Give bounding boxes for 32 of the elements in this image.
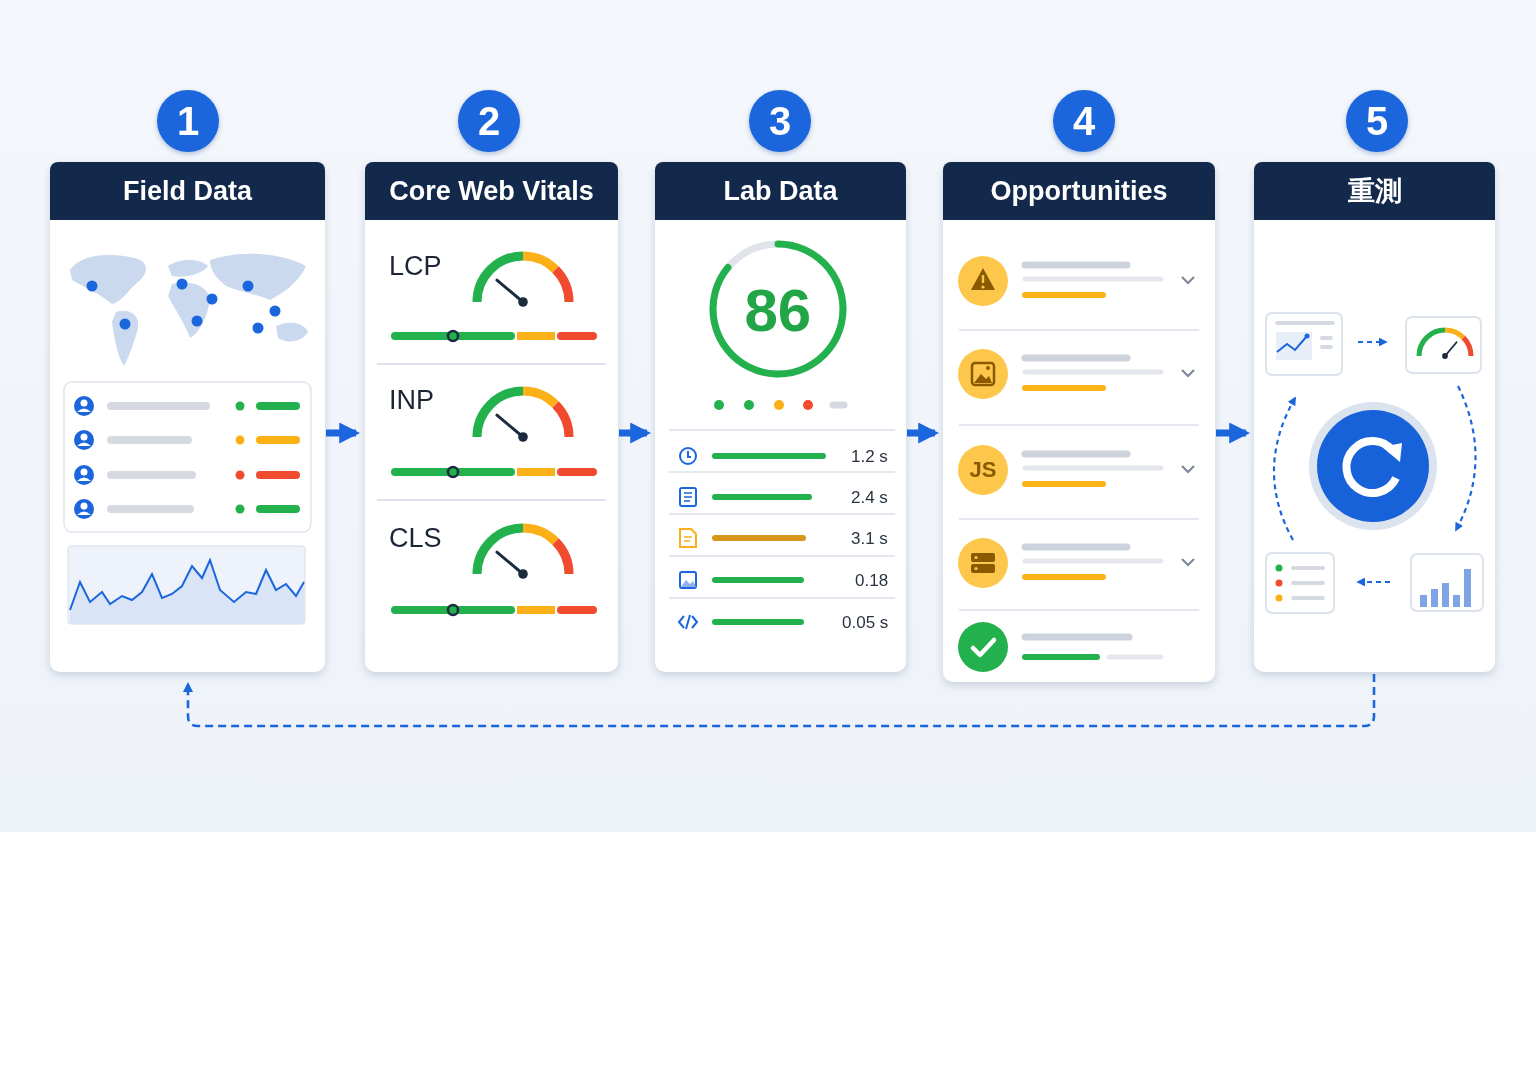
dashed-arrow: [1272, 396, 1296, 541]
arrow: [326, 422, 361, 444]
metric-name: INP: [389, 386, 434, 414]
metric-value: 3.1 s: [851, 529, 888, 547]
dashed-arrow: [1356, 577, 1390, 587]
dashed-arrow: [1455, 385, 1477, 532]
card-header: Field Data: [50, 162, 325, 220]
dashed-arrow: [182, 674, 1376, 728]
card-header: Opportunities: [943, 162, 1215, 220]
metric-value: 2.4 s: [851, 488, 888, 506]
bar-chart-panel: [1410, 553, 1484, 612]
arrow: [1216, 422, 1251, 444]
arrow: [907, 422, 940, 444]
gauge-panel: [1405, 316, 1482, 374]
step-card: [1254, 162, 1495, 672]
status-list-panel: [1265, 552, 1335, 614]
arrow: [619, 422, 652, 444]
metric-value: 1.2 s: [851, 447, 888, 465]
dashed-arrow: [1358, 337, 1388, 347]
card-header: 重測: [1254, 162, 1495, 220]
card-header: Core Web Vitals: [365, 162, 618, 220]
metric-value: 0.18: [855, 571, 889, 589]
step-card: [365, 162, 618, 672]
card-header: Lab Data: [655, 162, 906, 220]
step-card: [50, 162, 325, 672]
step-card: [655, 162, 906, 672]
step-card: [943, 162, 1215, 682]
metric-value: 0.05 s: [842, 613, 889, 631]
line-chart-panel: [1265, 312, 1343, 376]
metric-name: LCP: [389, 252, 442, 280]
metric-name: CLS: [389, 524, 442, 552]
score-value: 86: [744, 281, 812, 341]
